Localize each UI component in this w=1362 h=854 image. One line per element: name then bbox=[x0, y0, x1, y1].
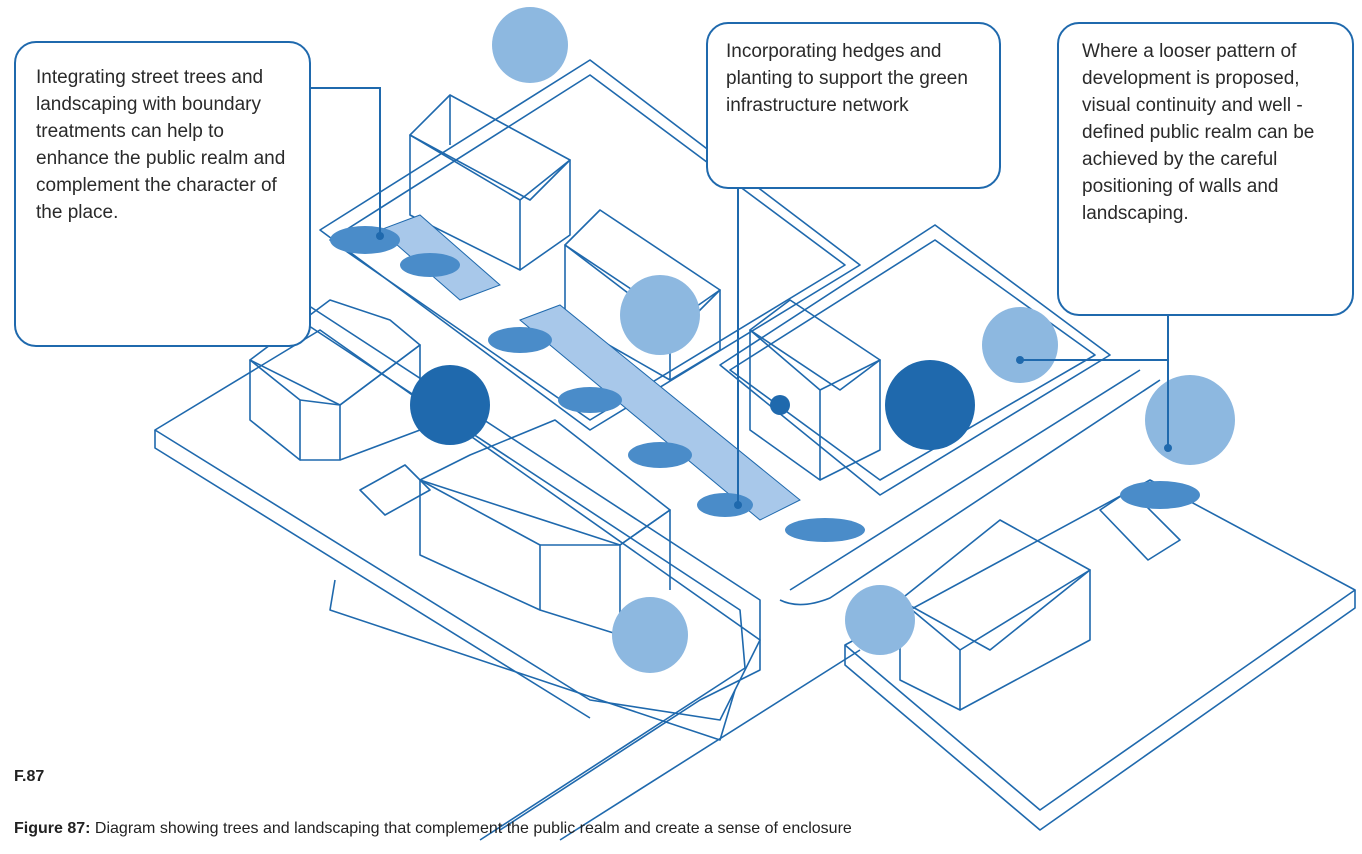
hedge-row bbox=[697, 493, 753, 517]
leader-dot bbox=[1164, 444, 1172, 452]
plot-boundary-right bbox=[729, 239, 1096, 481]
tree-canopy bbox=[770, 395, 790, 415]
tree-canopy bbox=[492, 7, 568, 83]
plot-boundary-bottom-right bbox=[844, 590, 1356, 831]
figure-caption-text: Diagram showing trees and landscaping th… bbox=[90, 820, 852, 837]
tree-canopy bbox=[982, 307, 1058, 383]
road-edge bbox=[789, 369, 1141, 591]
tree-canopy bbox=[620, 275, 700, 355]
hedge-row bbox=[1120, 481, 1200, 509]
callout-street-trees: Integrating street trees and landscaping… bbox=[14, 41, 311, 347]
leader-line bbox=[311, 87, 381, 236]
hedge-row bbox=[628, 442, 692, 468]
house-right bbox=[749, 299, 881, 481]
figure-id: F.87 bbox=[14, 768, 45, 785]
road-edge bbox=[299, 299, 761, 831]
hedge-row bbox=[488, 327, 552, 353]
road-edge bbox=[559, 649, 861, 841]
leader-dot bbox=[734, 501, 742, 509]
hedge-row bbox=[785, 518, 865, 542]
tree-canopy bbox=[885, 360, 975, 450]
house-bottom-right bbox=[899, 519, 1091, 711]
plot-boundary-left bbox=[329, 579, 736, 741]
plot-boundary-upper bbox=[329, 74, 846, 421]
parking-bay bbox=[1099, 489, 1181, 561]
tree-canopy bbox=[1145, 375, 1235, 465]
tree-canopy bbox=[410, 365, 490, 445]
callout-looser-pattern: Where a looser pattern of development is… bbox=[1057, 22, 1354, 316]
parking-bay bbox=[359, 464, 431, 516]
house-lower-left bbox=[419, 419, 671, 636]
plot-boundary-upper bbox=[319, 59, 861, 431]
tree-canopy bbox=[845, 585, 915, 655]
plot-boundary-left bbox=[154, 430, 591, 719]
hedge-row bbox=[558, 387, 622, 413]
plot-boundary-right bbox=[719, 224, 1111, 496]
plot-boundary-bottom-right bbox=[844, 479, 1356, 811]
hedge-row bbox=[400, 253, 460, 277]
leader-dot bbox=[376, 232, 384, 240]
leader-dot bbox=[1016, 356, 1024, 364]
callout-hedges: Incorporating hedges and planting to sup… bbox=[706, 22, 1001, 189]
tree-canopy bbox=[612, 597, 688, 673]
house-top-left bbox=[409, 94, 571, 271]
road-edge bbox=[779, 379, 1161, 606]
road-edge bbox=[299, 319, 746, 841]
figure-label: Figure 87: bbox=[14, 820, 91, 837]
figure-caption: Figure 87: Diagram showing trees and lan… bbox=[14, 819, 1054, 839]
hedge-row bbox=[330, 226, 400, 254]
